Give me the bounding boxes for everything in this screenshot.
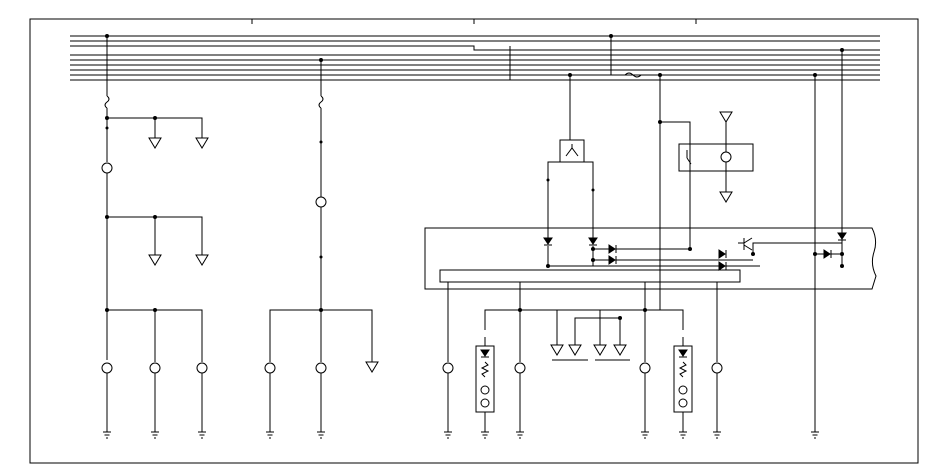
connector-triangle-icon — [149, 255, 161, 265]
bulb-icon — [515, 363, 525, 373]
ground-symbols — [103, 432, 819, 438]
ground-symbol-icon — [317, 432, 325, 438]
control-unit-box — [425, 228, 876, 289]
left-lamp-circuit — [102, 36, 207, 432]
ground-symbol-icon — [198, 432, 206, 438]
junction-dots — [105, 34, 844, 320]
connector-triangle-icon — [149, 138, 161, 148]
connector-triangle-icon — [366, 362, 378, 372]
bulb-icon — [640, 363, 650, 373]
ground-symbol-icon — [444, 432, 452, 438]
ground-symbol-icon — [811, 432, 819, 438]
diode-icon — [589, 238, 597, 245]
bulb-icon — [712, 363, 722, 373]
ground-symbol-icon — [713, 432, 721, 438]
diode-icon — [679, 350, 687, 357]
bulb-icon — [721, 152, 731, 162]
switch-box — [560, 140, 584, 162]
middle-lamp-circuit — [265, 60, 372, 432]
connector-triangles — [149, 112, 732, 372]
connector-triangle-icon — [594, 345, 606, 355]
resistor-icon — [680, 362, 686, 377]
ground-symbol-icon — [266, 432, 274, 438]
connector-triangle-icon — [196, 138, 208, 148]
bulb-icon — [197, 363, 207, 373]
bulb-icon — [316, 363, 326, 373]
ground-symbol-icon — [679, 432, 687, 438]
bulb-icon — [102, 363, 112, 373]
bulb-icon — [481, 399, 489, 407]
connector-triangle-icon — [569, 345, 581, 355]
bulb-icon — [481, 386, 489, 394]
switch-icon — [566, 144, 578, 156]
connector-triangle-icon — [720, 112, 732, 122]
connector-triangle-icon — [551, 345, 563, 355]
diode-icon — [719, 250, 726, 258]
diode-icon — [481, 350, 489, 357]
diode-icon — [824, 250, 831, 258]
connector-triangle-icon — [720, 192, 732, 202]
diagram-frame — [30, 19, 918, 463]
connector-triangle-icon — [614, 345, 626, 355]
diode-icon — [609, 245, 616, 253]
bulb-icon — [265, 363, 275, 373]
ground-symbol-icon — [151, 432, 159, 438]
ground-symbol-icon — [481, 432, 489, 438]
fuse-icon — [319, 96, 323, 108]
diode-icon — [544, 238, 552, 245]
bulb-icon — [443, 363, 453, 373]
connector-triangle-icon — [196, 255, 208, 265]
diode-icon — [838, 233, 846, 240]
transistor-icon — [738, 238, 752, 250]
diode-group — [481, 233, 846, 357]
diode-icon — [609, 256, 616, 264]
bulb-icon — [102, 163, 112, 173]
relay-box — [679, 144, 753, 171]
resistor-icon — [482, 362, 488, 377]
bulb-icon — [679, 386, 687, 394]
fuse-icon — [105, 96, 109, 108]
ground-symbol-icon — [103, 432, 111, 438]
bottom-output-circuits — [443, 282, 722, 432]
ground-symbol-icon — [516, 432, 524, 438]
bulb-icon — [150, 363, 160, 373]
bulb-icon — [679, 399, 687, 407]
power-bus-lines — [70, 36, 880, 80]
diode-icon — [719, 262, 726, 270]
switch-icon — [687, 150, 691, 164]
bulb-icon — [316, 197, 326, 207]
ground-symbol-icon — [641, 432, 649, 438]
control-unit-inner-board — [440, 270, 740, 282]
